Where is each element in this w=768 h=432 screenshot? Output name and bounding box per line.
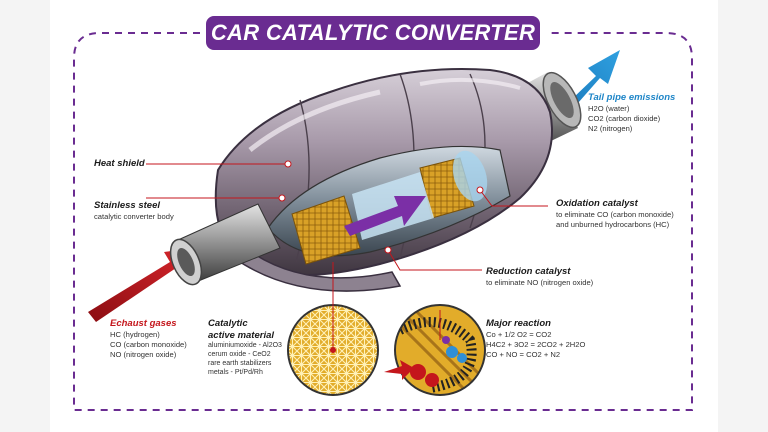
catalytic-material-label: Catalytic active material aluminiumoxide… (208, 318, 292, 378)
tail-pipe-line: N2 (nitrogen) (588, 123, 633, 133)
tail-pipe-line: CO2 (carbon dioxide) (588, 113, 661, 123)
flow-arrow (344, 196, 426, 236)
reaction-equation: Co + 1/2 O2 = CO2 (486, 330, 552, 340)
oxidation-line: and unburned hydrocarbons (HC) (556, 219, 670, 229)
reduction-catalyst-label: Reduction catalyst to eliminate NO (nitr… (486, 266, 593, 288)
heat-shield-label: Heat shield (94, 158, 145, 170)
reduction-description: to eliminate NO (nitrogen oxide) (486, 278, 594, 288)
exhaust-line: CO (carbon monoxide) (110, 339, 187, 349)
reaction-equation: CO + NO = CO2 + N2 (486, 349, 561, 359)
exhaust-gases-label: Echaust gases HC (hydrogen) CO (carbon m… (110, 318, 187, 359)
heat-shield-heading: Heat shield (94, 158, 145, 169)
catalytic-line: aluminiumoxide - Al2O3 (208, 342, 282, 350)
reaction-equation: H4C2 + 3O2 = 2CO2 + 2H2O (486, 339, 586, 349)
exhaust-heading: Echaust gases (110, 318, 177, 329)
reduction-heading: Reduction catalyst (486, 266, 571, 277)
tail-pipe-label: Tail pipe emissions H2O (water) CO2 (car… (588, 92, 675, 133)
tail-pipe-heading: Tail pipe emissions (588, 92, 676, 103)
stainless-steel-description: catalytic converter body (94, 212, 174, 222)
stainless-steel-label: Stainless steel catalytic converter body (94, 200, 174, 222)
oxidation-heading: Oxidation catalyst (556, 198, 638, 209)
oxidation-catalyst-label: Oxidation catalyst to eliminate CO (carb… (556, 198, 674, 230)
major-reaction-label: Major reaction Co + 1/2 O2 = CO2 H4C2 + … (486, 318, 585, 359)
major-reaction-heading: Major reaction (486, 318, 551, 329)
catalytic-heading-line1: Catalytic (208, 318, 248, 329)
page-title: CAR CATALYTIC CONVERTER (206, 16, 540, 50)
catalytic-line: metals - Pt/Pd/Rh (208, 369, 263, 377)
reaction-detail (395, 305, 485, 395)
stainless-steel-heading: Stainless steel (94, 200, 161, 211)
catalytic-line: rare earth stabilizers (208, 360, 272, 368)
catalytic-line: cerum oxide - CeO2 (208, 351, 271, 359)
exhaust-line: NO (nitrogen oxide) (110, 349, 177, 359)
tail-pipe-line: H2O (water) (588, 104, 630, 114)
exhaust-arrow (88, 248, 194, 322)
oxidation-line: to eliminate CO (carbon monoxide) (556, 210, 674, 220)
exhaust-line: HC (hydrogen) (110, 330, 160, 340)
reduction-brick (291, 195, 361, 265)
catalytic-heading-line2: active material (208, 330, 275, 342)
